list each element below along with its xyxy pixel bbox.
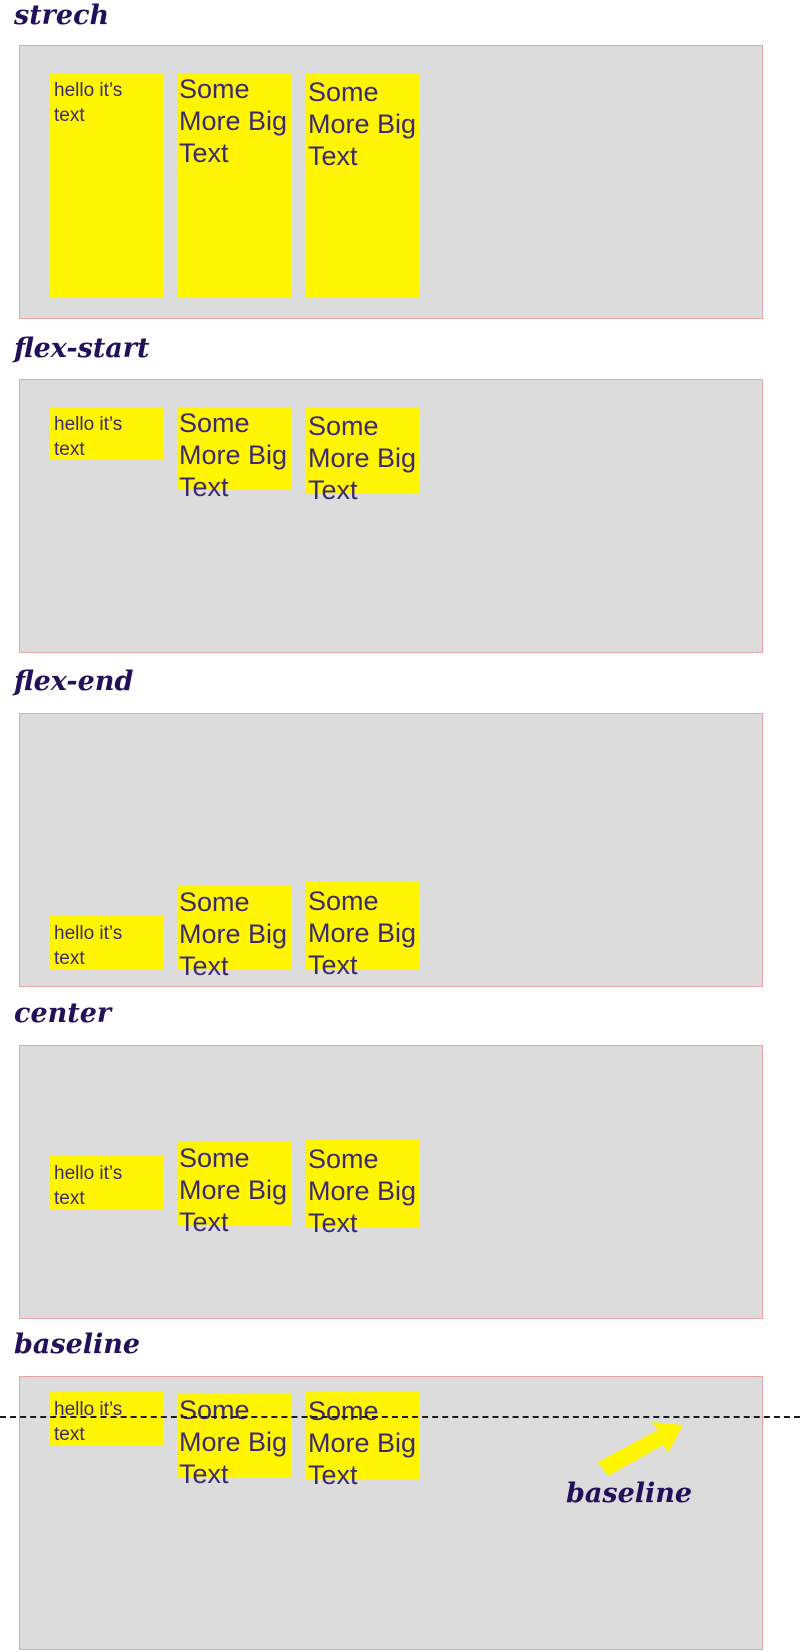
section-title-baseline: baseline [14,1329,141,1360]
flex-item-big: Some More Big Text [178,407,291,502]
flex-item-small: hello it’s text [49,73,164,298]
flex-item-big: Some More Big Text [306,407,419,505]
item-text-line: text [54,1424,85,1445]
flex-container-flex-end: hello it’s text Some More Big Text Some … [19,713,763,987]
item-text-line: Some [308,1396,379,1426]
flex-item-small: hello it’s text [49,1156,164,1209]
flex-container-center: hello it’s text Some More Big Text Some … [19,1045,763,1319]
item-text-line: Some [179,408,250,438]
flex-item-big: Some More Big Text [178,886,291,981]
item-text-line: More Big [308,109,417,139]
item-text-line: Text [179,1207,229,1237]
item-text-line: More Big [179,106,288,136]
item-text-line: hello it’s [54,923,123,944]
flex-item-big: Some More Big Text [178,1394,291,1489]
section-title-strech: strech [14,0,110,31]
item-text-line: Text [179,472,229,502]
item-text-line: Some [308,886,379,916]
baseline-dashed-line [0,1416,800,1418]
item-text-line: Some [179,1143,250,1173]
item-text-line: More Big [179,919,288,949]
item-text-line: hello it’s [54,80,123,101]
item-text-line: More Big [308,1428,417,1458]
item-text-line: hello it’s [54,414,123,435]
item-text-line: Text [308,950,358,980]
item-text-line: Some [179,74,250,104]
flex-container-strech: hello it’s text Some More Big Text Some … [19,45,763,319]
item-text-line: hello it’s [54,1399,123,1420]
item-text-line: Some [308,411,379,441]
item-text-line: More Big [179,440,288,470]
flex-item-big: Some More Big Text [306,1140,419,1238]
item-text-line: Text [308,1460,358,1490]
item-text-line: More Big [308,918,417,948]
item-text-line: Some [179,887,250,917]
item-text-line: text [54,105,85,126]
item-text-line: Text [179,138,229,168]
item-text-line: Text [179,951,229,981]
item-text-line: Text [308,475,358,505]
item-text-line: text [54,948,85,969]
item-text-line: text [54,1188,85,1209]
flex-item-big: Some More Big Text [306,73,419,298]
section-title-center: center [14,998,112,1029]
flex-container-flex-start: hello it’s text Some More Big Text Some … [19,379,763,653]
flex-item-big: Some More Big Text [178,1142,291,1237]
item-text-line: Text [179,1459,229,1489]
item-text-line: More Big [179,1427,288,1457]
item-text-line: Some [179,1395,250,1425]
section-title-flex-start: flex-start [14,333,150,364]
item-text-line: hello it’s [54,1163,123,1184]
item-text-line: More Big [179,1175,288,1205]
item-text-line: text [54,439,85,460]
flex-item-small: hello it’s text [49,1392,164,1445]
flex-item-big: Some More Big Text [178,73,291,298]
flex-item-small: hello it’s text [49,407,164,460]
item-text-line: More Big [308,443,417,473]
flex-item-big: Some More Big Text [306,882,419,980]
flex-item-small: hello it’s text [49,916,164,969]
item-text-line: Text [308,1208,358,1238]
flex-item-big: Some More Big Text [306,1392,419,1490]
item-text-line: Some [308,1144,379,1174]
item-text-line: More Big [308,1176,417,1206]
section-title-flex-end: flex-end [14,666,134,697]
arrow-icon [598,1422,683,1476]
baseline-annotation-label: baseline [566,1478,693,1509]
flex-container-baseline: hello it’s text Some More Big Text Some … [19,1376,763,1650]
item-text-line: Some [308,77,379,107]
item-text-line: Text [308,141,358,171]
